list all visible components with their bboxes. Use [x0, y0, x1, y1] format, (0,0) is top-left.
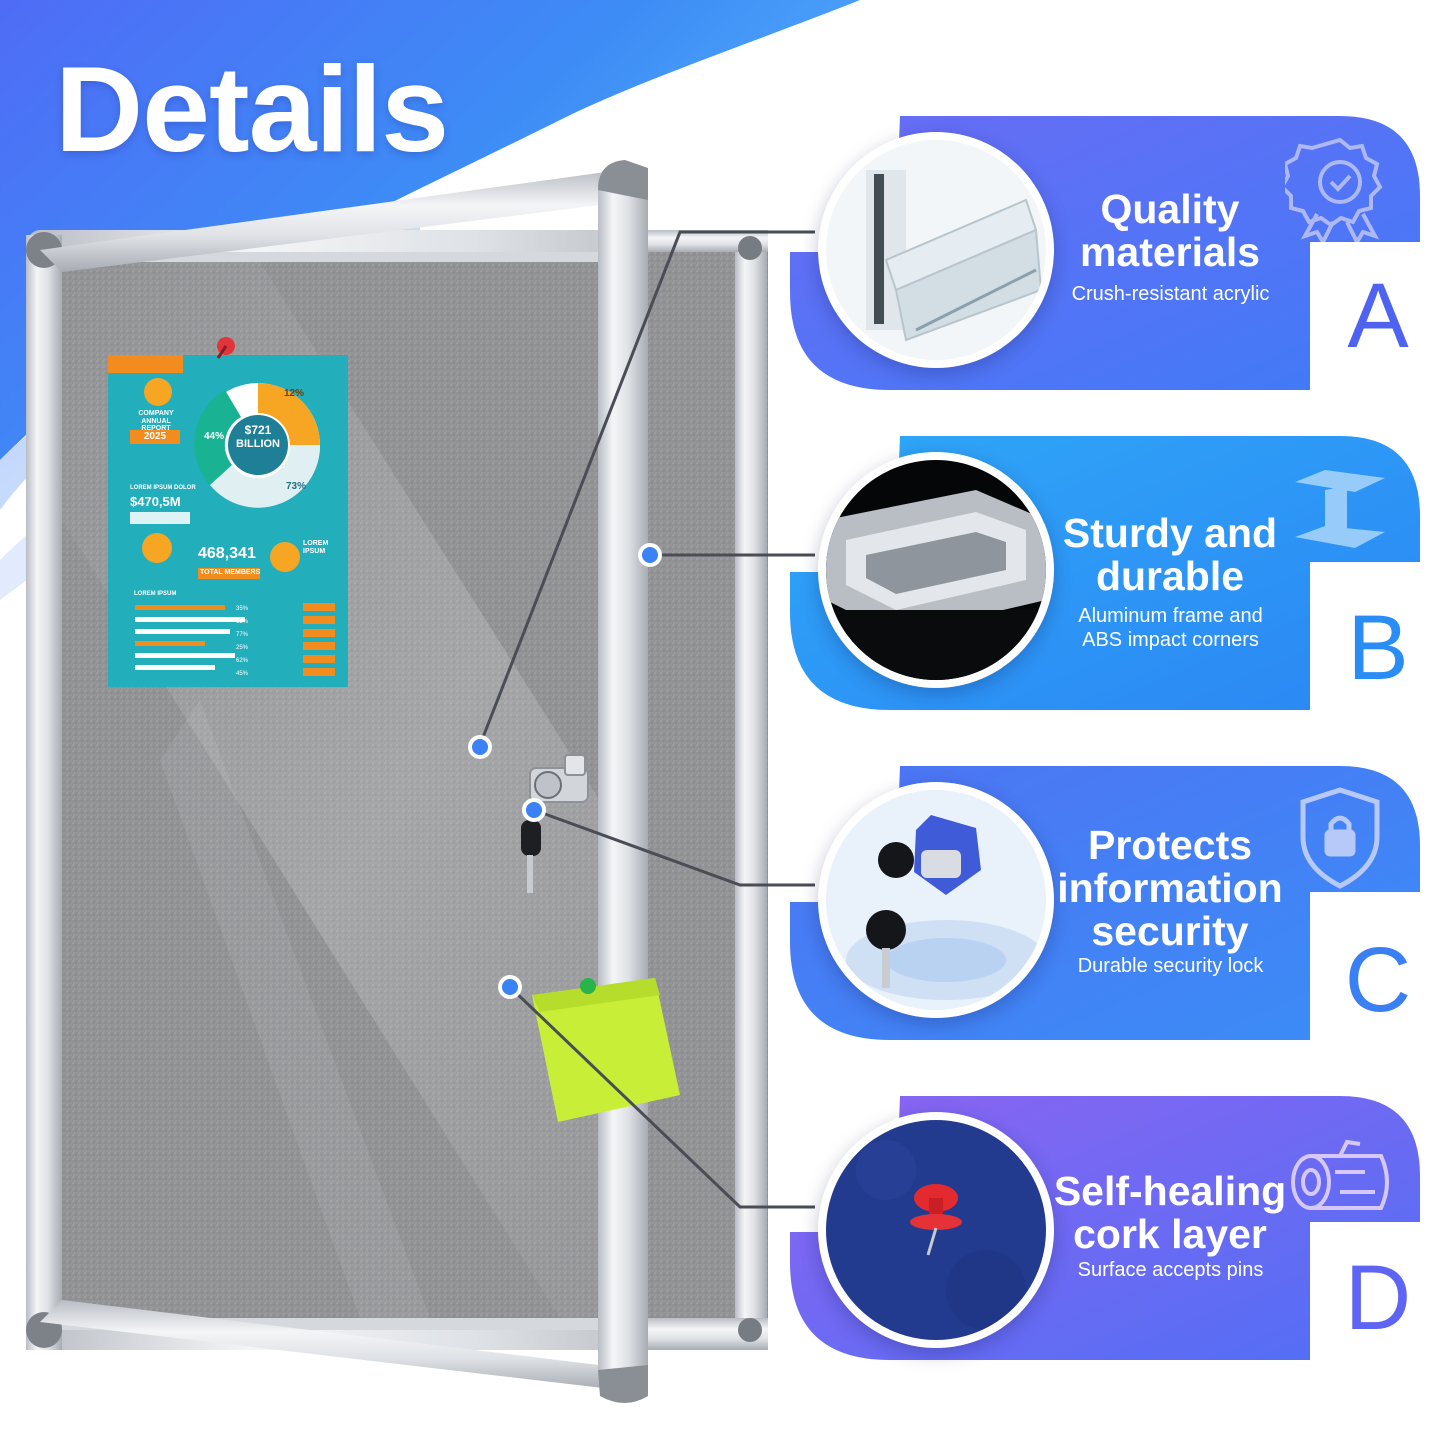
security-lock-photo: [818, 782, 1054, 1018]
poster-members-label: TOTAL MEMBERS: [200, 569, 261, 576]
subtext-line: Crush-resistant acrylic: [1071, 283, 1270, 305]
subtext-line: Durable security lock: [1077, 955, 1264, 977]
aluminum-frame-photo: [818, 452, 1054, 688]
poster-pct-left: 44%: [204, 431, 225, 442]
feature-heading: Protects information security: [1040, 822, 1300, 955]
subtext-line: Aluminum frame and: [1078, 605, 1263, 627]
feature-subtext: Crush-resistant acrylic: [1038, 282, 1303, 306]
poster-members-value: 468,341: [198, 545, 256, 562]
feature-letter: C: [1344, 929, 1412, 1031]
acrylic-photo: [818, 132, 1054, 368]
feature-card-d: Self-healing cork layer Surface accepts …: [780, 1092, 1445, 1372]
poster-bar-pct: 25%: [236, 645, 249, 651]
cork-layer-photo: [818, 1112, 1054, 1348]
poster-lorem-small: LOREM IPSUM: [134, 591, 177, 597]
feature-heading: Quality materials: [1040, 186, 1300, 276]
feature-card-a: Quality materials Crush-resistant acryli…: [780, 112, 1445, 392]
feature-subtext: Aluminum frame and ABS impact corners: [1038, 604, 1303, 652]
poster-pct-top-left: 12%: [238, 385, 259, 396]
subtext-line: ABS impact corners: [1082, 629, 1259, 651]
feature-subtext: Surface accepts pins: [1038, 1258, 1303, 1282]
page-title: Details: [55, 41, 449, 177]
poster-pct-top-right: 12%: [284, 388, 305, 399]
poster-big-unit: BILLION: [236, 438, 280, 450]
heading-line: cork layer: [1073, 1211, 1267, 1258]
poster-bar-pct: 35%: [236, 606, 249, 612]
award-badge-icon: [1285, 137, 1383, 242]
feature-letter: D: [1344, 1247, 1412, 1349]
poster: [108, 355, 348, 687]
shield-lock-icon: [1300, 787, 1380, 889]
poster-bar-pct: 63%: [236, 619, 249, 625]
poster-bar-pcts: 35% 63% 77% 25% 62% 45%: [236, 603, 254, 681]
poster-bar-pct: 62%: [236, 658, 249, 664]
feature-card-b: Sturdy and durable Aluminum frame and AB…: [780, 432, 1445, 712]
poster-text: COMPANY ANNUAL REPORT 2025 $721 BILLION …: [108, 355, 348, 687]
feature-heading: Self-healing cork layer: [1040, 1168, 1300, 1258]
feature-subtext: Durable security lock: [1038, 954, 1303, 978]
heading-line: Protects: [1087, 822, 1253, 868]
i-beam-icon: [1295, 470, 1385, 548]
poster-lorem-side: LOREM IPSUM: [303, 540, 329, 555]
poster-big-value: $721: [244, 423, 272, 437]
poster-pct-bottom: 73%: [286, 481, 307, 492]
poster-report-title: COMPANY ANNUAL REPORT: [138, 410, 174, 433]
heading-line: security: [1091, 908, 1249, 955]
heading-line: durable: [1095, 553, 1245, 600]
heading-line: Self-healing: [1053, 1168, 1287, 1214]
feature-letter: B: [1347, 597, 1409, 699]
feature-heading: Sturdy and durable: [1040, 510, 1300, 600]
poster-bar-pct: 77%: [236, 632, 249, 638]
poster-lorem-label: LOREM IPSUM DOLOR: [130, 485, 196, 491]
poster-year: 2025: [143, 431, 167, 442]
heading-line: Quality: [1100, 186, 1240, 232]
heading-line: information: [1057, 865, 1283, 912]
heading-line: Sturdy and: [1062, 510, 1278, 556]
log-icon: [1291, 1139, 1389, 1210]
feature-letter: A: [1347, 265, 1409, 367]
poster-bar-pct: 45%: [236, 671, 249, 677]
subtext-line: Surface accepts pins: [1077, 1259, 1264, 1281]
heading-line: materials: [1079, 229, 1261, 276]
feature-card-c: Protects information security Durable se…: [780, 762, 1445, 1042]
poster-small-value: $470,5M: [130, 494, 181, 509]
